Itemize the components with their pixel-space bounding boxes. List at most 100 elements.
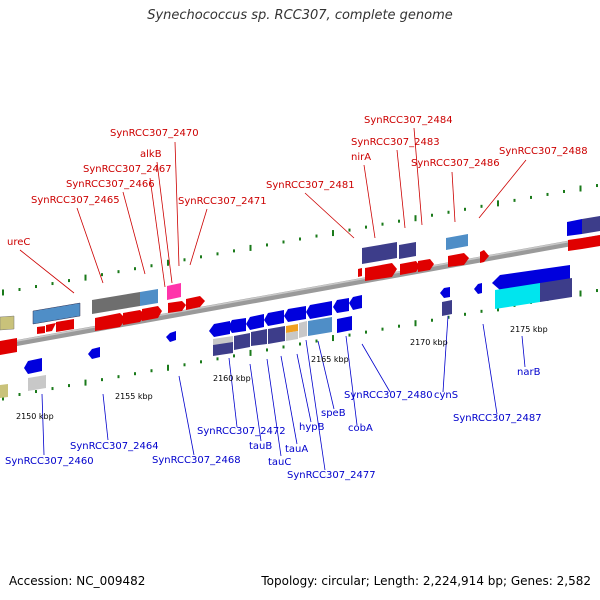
label-leader [363,164,376,239]
gene-arrow [264,310,284,326]
gene-arrow [88,347,100,359]
gene-label: SynRCC307_2481 [266,180,355,191]
gene-label: SynRCC307_2480 [344,390,433,401]
gene-arrow [418,259,434,272]
label-leader [76,207,104,284]
gene-label: hypB [299,422,325,433]
genome-summary: Topology: circular; Length: 2,224,914 bp… [261,574,591,588]
label-leader [451,171,456,223]
gene-label: SynRCC307_2471 [178,196,267,207]
gene-arrow [123,310,146,325]
label-leader [249,363,262,442]
gene-label: tauC [268,457,291,468]
gene-arrow [268,326,285,344]
gene-label: SynRCC307_2465 [31,195,120,206]
gene-arrow [251,329,267,346]
gene-arrow [246,314,264,330]
gene-label: speB [321,408,346,419]
gene-arrow [0,315,15,331]
label-leader [317,340,335,410]
gene-arrow [306,301,332,319]
gene-arrow [234,333,250,350]
label-leaders [19,127,527,471]
gene-label: tauA [285,444,308,455]
gene-arrow [349,295,362,310]
label-leader [280,355,298,445]
gene-arrow [167,283,181,300]
label-leader [521,335,526,368]
gene-arrow [446,234,468,250]
gene-arrow [142,306,162,321]
gene-arrow [186,296,205,310]
gene-arrow [492,265,570,290]
gene-arrow [166,331,176,342]
scale-label: 2175 kbp [510,325,548,334]
forward-genes [0,216,600,334]
map-title: Synechococcus sp. RCC307, complete genom… [147,8,453,23]
gene-label: SynRCC307_2464 [70,441,159,452]
gene-arrow [399,242,416,259]
label-leader [442,315,449,393]
gene-label: SynRCC307_2467 [83,164,172,175]
label-leader [266,358,282,457]
gene-label: SynRCC307_2472 [197,426,286,437]
gene-arrow [567,219,582,236]
gene-arrow [474,283,482,294]
label-leader [345,335,358,426]
label-leader [102,393,109,441]
gene-label: SynRCC307_2487 [453,413,542,424]
reverse-genes [0,265,572,398]
gene-label: SynRCC307_2486 [411,158,500,169]
gene-arrow [286,331,298,341]
label-leader [149,177,166,288]
gene-label: narB [517,367,541,378]
gene-arrow [56,319,74,332]
gene-arrow [337,316,352,333]
gene-arrow [284,306,306,322]
gene-arrow [37,326,45,334]
gene-arrow [168,301,186,313]
gene-arrow [140,289,158,306]
gene-label: nirA [351,152,371,163]
label-leader [174,141,180,267]
label-leader [122,191,146,275]
gene-label: SynRCC307_2477 [287,470,376,481]
gene-label: ureC [7,237,30,248]
gene-label: SynRCC307_2466 [66,179,155,190]
gene-label: SynRCC307_2484 [364,115,453,126]
gene-label: cobA [348,423,373,434]
gene-arrow [362,242,397,264]
label-leader [296,353,312,423]
gene-arrow [228,318,246,333]
scale-label: 2155 kbp [115,392,153,401]
label-leader [228,357,238,428]
label-leader [482,323,498,415]
gene-label: SynRCC307_2488 [499,146,588,157]
gene-label: SynRCC307_2468 [152,455,241,466]
label-leader [156,161,173,284]
label-leader [361,343,391,393]
gene-arrow [440,287,450,298]
scale-label: 2160 kbp [213,374,251,383]
gene-arrow [32,302,81,325]
label-leader [305,339,326,471]
gene-arrow [448,253,469,267]
gene-label: SynRCC307_2483 [351,137,440,148]
label-leader [189,208,208,266]
scale-label: 2170 kbp [410,338,448,347]
gene-arrow [400,261,420,275]
gene-arrow [582,216,600,234]
gene-arrow [480,250,489,263]
label-leader [396,149,406,229]
accession-label: Accession: NC_009482 [9,574,146,588]
label-leader [413,127,423,226]
gene-arrow [308,317,332,336]
gene-label: tauB [249,441,272,452]
gene-arrow [495,283,540,309]
label-leader [19,249,75,294]
gene-arrow [209,321,230,337]
gene-arrow [92,292,140,314]
